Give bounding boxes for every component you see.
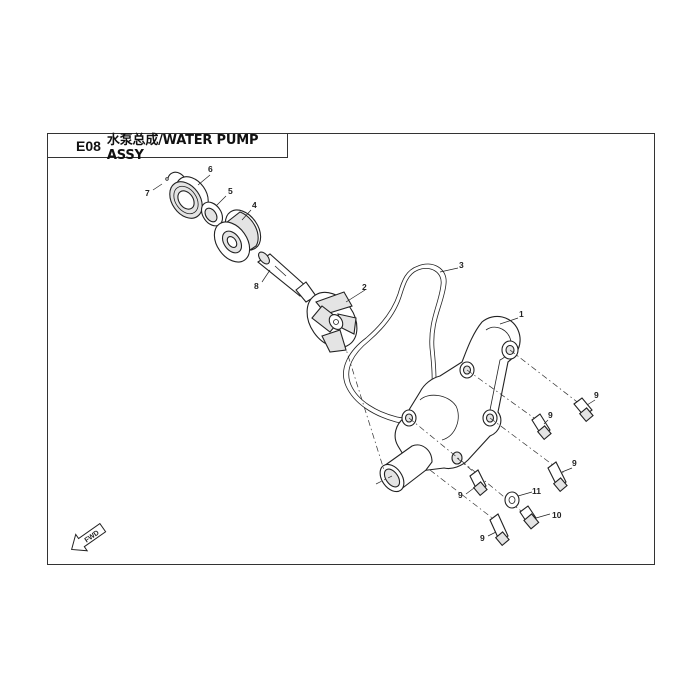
part-11-washer xyxy=(504,491,520,509)
part-4-mechanical-seal xyxy=(213,209,262,263)
callout-labels: 7 6 5 4 2 3 1 8 9 9 9 9 9 10 11 xyxy=(145,164,599,543)
part-2-impeller xyxy=(306,291,358,353)
callout-1: 1 xyxy=(519,309,524,319)
callout-2: 2 xyxy=(362,282,367,292)
part-1-pump-cover xyxy=(379,315,521,493)
part-5-oil-seal xyxy=(200,201,224,227)
callout-9d: 9 xyxy=(458,490,463,500)
callout-4: 4 xyxy=(252,200,257,210)
callout-3: 3 xyxy=(459,260,464,270)
part-8-pump-shaft xyxy=(257,251,317,303)
diagram-title: 水泵总成/WATER PUMP ASSY xyxy=(106,132,259,163)
callout-8: 8 xyxy=(254,281,259,291)
part-9-bolt-3 xyxy=(547,461,568,493)
fwd-label: FWD xyxy=(84,530,101,545)
part-9-bolt-4 xyxy=(469,469,488,497)
callout-5: 5 xyxy=(228,186,233,196)
diagram-code: E08 xyxy=(76,137,101,154)
part-10-drain-bolt xyxy=(519,505,540,530)
part-9-bolt-2 xyxy=(531,413,552,441)
callout-9a: 9 xyxy=(594,390,599,400)
part-9-bolt-1 xyxy=(573,397,594,423)
diagram-frame xyxy=(47,133,655,565)
callout-9b: 9 xyxy=(548,410,553,420)
part-3-o-ring-gasket xyxy=(343,263,447,424)
fwd-arrow-icon: FWD xyxy=(70,522,107,552)
callout-9e: 9 xyxy=(480,533,485,543)
part-9-bolt-5 xyxy=(489,513,510,547)
callout-10: 10 xyxy=(552,510,562,520)
title-box: E08 水泵总成/WATER PUMP ASSY xyxy=(47,133,288,163)
callout-11: 11 xyxy=(532,486,541,496)
callout-7: 7 xyxy=(145,188,150,198)
callout-9c: 9 xyxy=(572,458,577,468)
leader-lines xyxy=(152,174,596,537)
callout-6: 6 xyxy=(208,164,213,174)
